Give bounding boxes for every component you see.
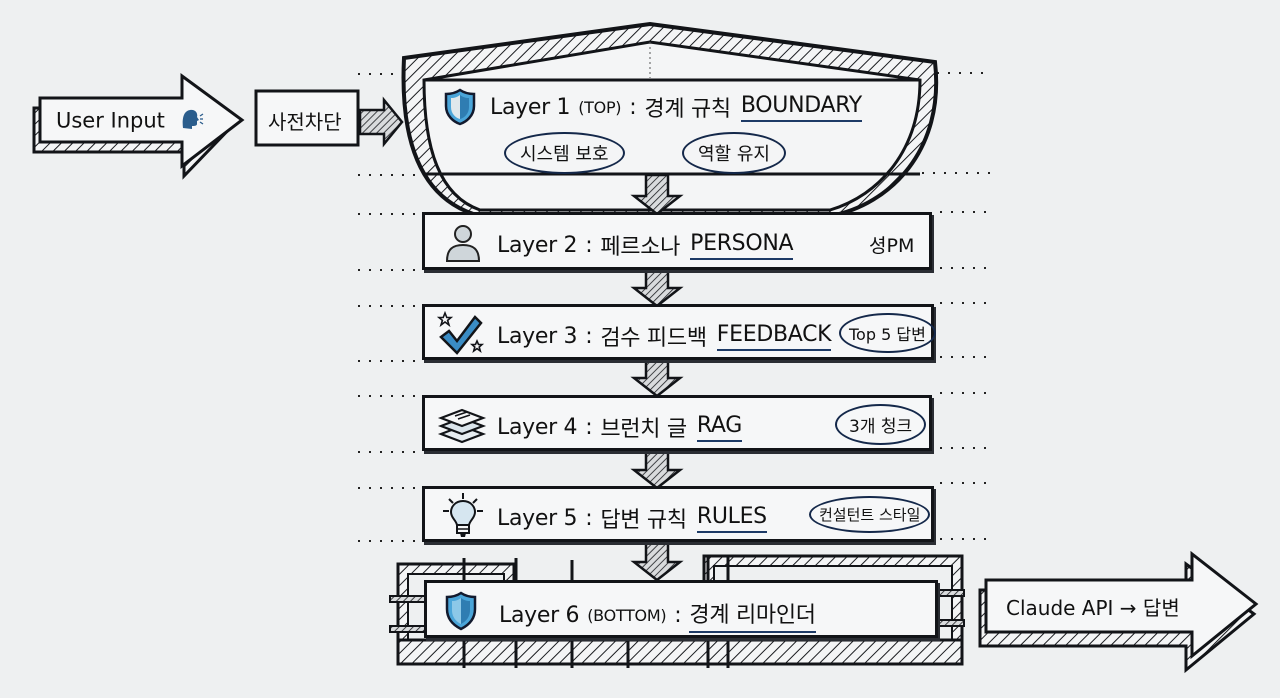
layer-1-position: (TOP) [578,97,622,117]
flow-down-arrows [630,173,684,582]
layer-1-tag-system-protection: 시스템 보호 [504,132,625,174]
prefilter-label: 사전차단 [268,110,342,134]
layer-2-colon: : [585,232,593,258]
layer-4-box: Layer 4 : 브런치 글 RAG 3개 청크 [422,395,932,451]
layer-3-keyword: FEEDBACK [716,322,832,351]
layer-4-keyword: RAG [696,413,742,442]
output-label: Claude API → 답변 [1006,596,1180,620]
speaking-head-icon [180,108,204,135]
layer-5-keyword: RULES [696,504,767,533]
layer-3-box: Layer 3 : 검수 피드백 FEEDBACK Top 5 답변 [422,304,936,361]
layer-5-colon: : [585,505,593,531]
stacked-documents-icon [437,406,487,450]
layer-6-name: 경계 리마인더 [689,597,816,633]
layer-5-note: 컨설턴트 스타일 [809,496,931,533]
layer-5-name: 답변 규칙 [600,508,687,533]
layer-6-box: Layer 6 (BOTTOM) : 경계 리마인더 [424,580,938,638]
layer-2-box: Layer 2 : 페르소나 PERSONA 셩PM [422,212,932,270]
layer-4-name: 브런치 글 [600,417,687,442]
layer-1-name: 경계 규칙 [644,97,731,122]
layer-1-prefix: Layer 1 [490,94,571,120]
lightbulb-icon [441,491,485,545]
user-input-label: User Input [56,108,165,133]
layer-1-colon: : [629,94,637,120]
layer-5-prefix: Layer 5 [497,505,578,531]
layer-2-keyword: PERSONA [690,231,794,260]
layer-2-name: 페르소나 [600,235,681,260]
user-icon [443,223,483,267]
layer-1-tag-role-keeping: 역할 유지 [682,132,786,174]
layer-3-colon: : [585,323,593,349]
layer-2-prefix: Layer 2 [497,232,578,258]
layer-4-note: 3개 청크 [835,404,927,445]
layer-2-note: 셩PM [869,235,915,257]
prefilter-box-shape [254,89,360,147]
layer-6-prefix: Layer 6 [499,602,580,628]
layer-6-position: (BOTTOM) [587,605,667,625]
layer-3-name: 검수 피드백 [600,326,707,351]
output-arrow-shape [978,550,1259,674]
layer-6-colon: : [674,602,682,628]
layer-3-note: Top 5 답변 [839,313,936,353]
user-input-node: User Input [56,108,204,135]
dotted-guides-left [358,73,420,542]
shield-icon [444,88,476,126]
layer-4-prefix: Layer 4 [497,414,578,440]
prefilter-to-layer1-arrow [358,96,404,148]
dotted-guides-right [922,72,990,540]
layer-1-keyword: BOUNDARY [740,93,862,122]
user-input-arrow-shape [32,73,245,180]
layer-4-colon: : [585,414,593,440]
shield-icon [445,591,477,635]
checkmark-stars-icon [436,310,485,361]
layer-1-header: Layer 1 (TOP) : 경계 규칙 BOUNDARY [444,88,862,126]
layer-5-box: Layer 5 : 답변 규칙 RULES 컨설턴트 스타일 [422,486,934,542]
layer-3-prefix: Layer 3 [497,323,578,349]
